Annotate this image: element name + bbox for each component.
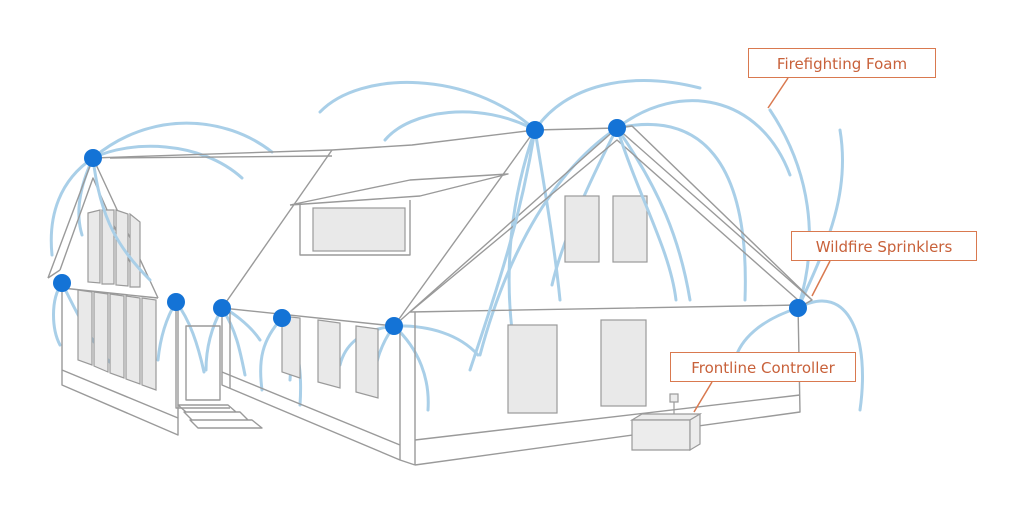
sprinkler-head-icon [53,274,71,292]
front-spray [91,126,678,372]
front-steps [177,404,263,429]
sprinkler-head-icon [167,293,185,311]
windows [77,195,648,414]
frontline-controller-label: Frontline Controller [670,352,856,382]
wildfire-sprinklers-label: Wildfire Sprinklers [791,231,977,261]
firefighting-foam-label: Firefighting Foam [748,48,936,78]
sprinkler-head-icon [526,121,544,139]
sprinkler-head-icon [385,317,403,335]
sprinkler-head-icon [608,119,626,137]
controller-box-icon [629,393,703,452]
sprinkler-head-icon [273,309,291,327]
sprinkler-heads [53,119,807,335]
sprinkler-head-icon [789,299,807,317]
callout-leaders [693,77,831,413]
sprinkler-head-icon [84,149,102,167]
dormer [289,173,509,206]
sprinkler-head-icon [213,299,231,317]
